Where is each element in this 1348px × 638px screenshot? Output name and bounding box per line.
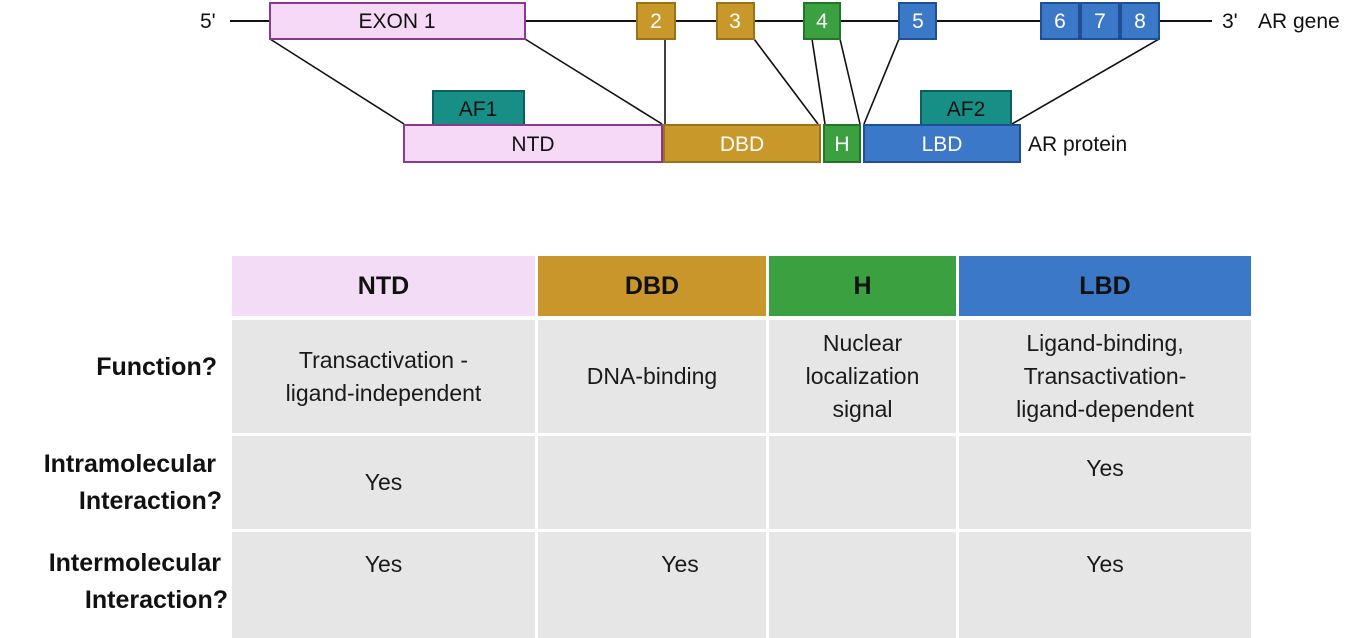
exon-7-box: [1080, 2, 1120, 40]
exon-2-box: [636, 2, 676, 40]
row-label-line: Intramolecular: [43, 450, 216, 478]
cell-line: Transactivation -: [298, 346, 469, 373]
table-cell-intramolecular-h: [769, 436, 956, 529]
ar-protein-label: AR protein: [1028, 133, 1127, 156]
table-cell-function-h: Nuclear localization signal: [769, 320, 956, 433]
exon-to-domain-lines: [269, 38, 1160, 125]
exon-3-box: [716, 2, 755, 40]
table-cell-function-dbd: DNA-binding: [538, 320, 766, 433]
ar-gene-label: AR gene: [1258, 10, 1340, 33]
cell-line: localization: [805, 363, 920, 389]
hinge-domain-label: H: [834, 133, 849, 156]
exon-3-label: 3: [729, 10, 741, 33]
table-header-lbd: LBD: [959, 256, 1251, 316]
af2-label: AF2: [947, 98, 986, 121]
table-cell-intramolecular-lbd: Yes: [959, 436, 1251, 529]
exon-7-label: 7: [1094, 10, 1106, 33]
hinge-domain-box: [823, 124, 861, 163]
dbd-domain-box: [663, 124, 821, 163]
table-cell-intermolecular-dbd: Yes: [538, 532, 766, 638]
cell-line: Yes: [364, 469, 403, 495]
cell-line: Yes: [364, 551, 403, 577]
row-label-line: Interaction?: [84, 586, 228, 614]
row-label-intramolecular: Intramolecular Interaction?: [0, 446, 222, 520]
table-header-ntd: NTD: [232, 256, 535, 316]
table-cell-intermolecular-ntd: Yes: [232, 532, 535, 638]
lbd-domain-label: LBD: [922, 133, 963, 156]
exon-8-label: 8: [1134, 10, 1146, 33]
lbd-domain-box: [863, 124, 1021, 163]
dbd-domain-label: DBD: [720, 133, 764, 156]
cell-line: DNA-binding: [586, 363, 718, 389]
ntd-domain-box: [403, 124, 663, 163]
cell-line: ligand-dependent: [1016, 396, 1194, 422]
exon-4-box: [803, 2, 841, 40]
ntd-domain-label: NTD: [511, 133, 554, 156]
row-label-line: Interaction?: [78, 487, 222, 515]
row-label-line: Function?: [96, 353, 217, 381]
exon-5-label: 5: [912, 10, 924, 33]
exon-6-box: [1040, 2, 1080, 40]
af1-label: AF1: [459, 98, 498, 121]
row-label-function: Function?: [0, 349, 217, 386]
cell-line: ligand-independent: [285, 379, 482, 406]
table-cell-intramolecular-dbd: [538, 436, 766, 529]
cell-line: signal: [832, 396, 893, 422]
cell-line: Yes: [661, 551, 699, 577]
table-cell-function-ntd: Transactivation - ligand-independent: [232, 320, 535, 433]
table-header-dbd: DBD: [538, 256, 766, 316]
cell-line: Nuclear: [822, 330, 903, 356]
exon-4-label: 4: [816, 10, 828, 33]
exon-8-box: [1120, 2, 1160, 40]
table-cell-intramolecular-ntd: Yes: [232, 436, 535, 529]
exon-2-label: 2: [650, 10, 662, 33]
exon-5-box: [898, 2, 937, 40]
cell-line: Yes: [1086, 455, 1124, 481]
row-label-line: Intermolecular: [48, 549, 221, 577]
table-cell-intermolecular-lbd: Yes: [959, 532, 1251, 638]
cell-line: Ligand-binding,: [1026, 330, 1184, 356]
cell-line: Yes: [1086, 551, 1124, 577]
five-prime-label: 5': [200, 10, 216, 33]
ar-gene-protein-diagram: 5' 3' AR gene EXON 1 2 3 4 5 6 7 8 AF1 A…: [200, 2, 1340, 163]
table-cell-intermolecular-h: [769, 532, 956, 638]
exon-6-label: 6: [1054, 10, 1066, 33]
exon-1-box: [269, 2, 526, 40]
table-cell-function-lbd: Ligand-binding, Transactivation- ligand-…: [959, 320, 1251, 433]
table-header-h: H: [769, 256, 956, 316]
exon-1-label: EXON 1: [358, 10, 435, 33]
three-prime-label: 3': [1222, 10, 1238, 33]
cell-line: Transactivation-: [1023, 363, 1187, 389]
row-label-intermolecular: Intermolecular Interaction?: [0, 545, 228, 619]
